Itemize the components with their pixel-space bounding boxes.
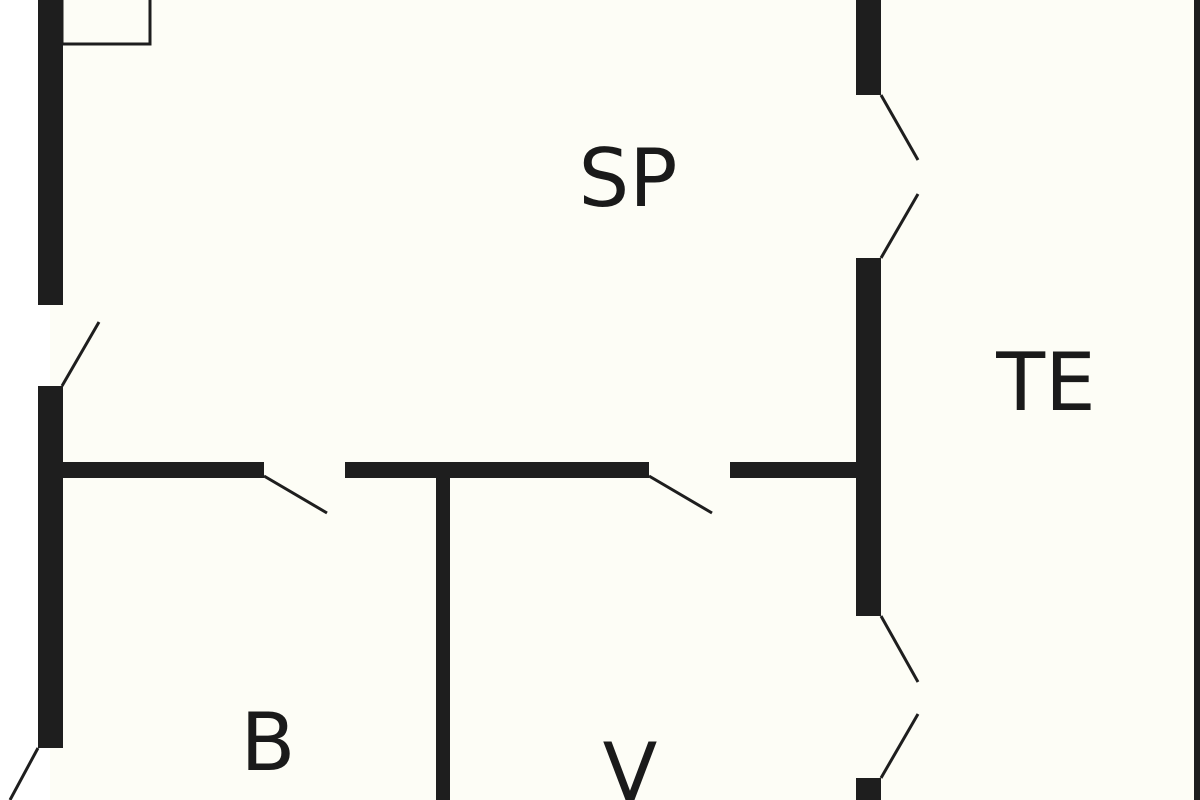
wall-middle-top (856, 0, 881, 95)
floor-te (868, 0, 1194, 800)
room-label-b: B (241, 696, 296, 789)
room-label-sp: SP (578, 132, 677, 225)
wall-left-upper (38, 0, 63, 305)
door-swing-v (648, 474, 713, 515)
wall-middle-center (856, 258, 881, 616)
wall-left-lower (38, 386, 63, 748)
door-swing-left (60, 321, 101, 387)
door-swing-te-lower-a (879, 615, 920, 683)
door-swing-left-bottom (8, 747, 40, 800)
room-label-v: V (603, 726, 658, 800)
floor-main (50, 0, 868, 800)
door-swing-te-upper-b (879, 193, 920, 259)
door-swing-te-lower-b (879, 713, 920, 779)
door-swing-te-upper-a (879, 94, 920, 161)
door-swing-b (263, 474, 328, 515)
wall-horizontal-middle (345, 462, 649, 478)
wall-horizontal-right (730, 462, 860, 478)
room-label-te: TE (995, 336, 1095, 429)
wall-horizontal-left (62, 462, 264, 478)
wall-right (1194, 0, 1200, 800)
wall-b-v (436, 470, 450, 800)
wall-middle-bottom (856, 778, 881, 800)
